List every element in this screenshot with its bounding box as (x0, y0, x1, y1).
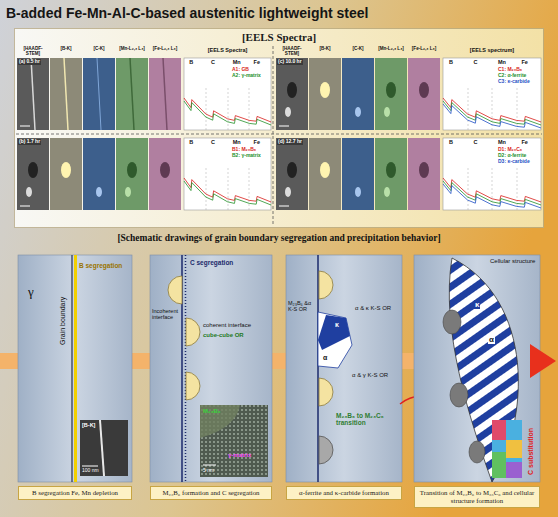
inset-label: γ-matrix (228, 452, 251, 459)
element-edge: B (189, 59, 193, 65)
scale-label: 5 nm (203, 468, 214, 474)
element-edge: C (473, 59, 477, 65)
phase-label: γ (28, 285, 34, 300)
element-edge: Fe (254, 59, 260, 65)
orientation-label: M₂₃B₆ &α K-S OR (288, 300, 317, 313)
time-label: (d) 12.7 hr (277, 139, 303, 145)
interface-label: coherent interface (203, 322, 251, 329)
time-label: (b) 1.7 hr (18, 139, 41, 145)
spectrum-legend: B1: M₂₃B₆ (232, 147, 256, 153)
spectrum-legend: C1: M₂₃B₆ (498, 67, 522, 73)
interface-label: Incoherent interface (152, 308, 180, 321)
node-text: α-ferrite and κ-carbide formation (290, 489, 398, 497)
boundary-label: Grain boundary (59, 297, 67, 345)
column-header: [Mn-L₂,₃ L₃] (116, 46, 148, 51)
orientation-label: α & κ K-S OR (355, 305, 399, 312)
element-edge: C (211, 59, 215, 65)
column-header: [Fe-L₂,₃ L₃] (149, 46, 181, 51)
phase-label: α (488, 335, 495, 344)
stage-caption: Transition of M₂₃B₆ to M₂₃C₆ and cellula… (414, 486, 540, 508)
spectrum-legend: A2: γ-matrix (232, 73, 261, 79)
element-edge: C (211, 139, 215, 145)
spectrum-legend: A1: GB (232, 67, 249, 73)
column-header: [Fe-L₂,₃ L₃] (408, 46, 440, 51)
column-header: [Mn-L₂,₃ L₃] (375, 46, 407, 51)
column-header: [HAADF-STEM] (276, 46, 308, 57)
orientation-label: α & γ K-S OR (352, 372, 398, 379)
element-edge: Mn (498, 139, 506, 145)
spectrum-legend: D3: κ-carbide (498, 159, 530, 165)
inset-label: [B-K] (82, 422, 95, 428)
stage-caption: B segregation Fe, Mn depletion (18, 486, 132, 500)
phase-label: κ (334, 321, 340, 329)
element-edge: Mn (233, 139, 241, 145)
segregation-label: C segregation (190, 259, 233, 266)
stage-caption: α-ferrite and κ-carbide formation (286, 486, 402, 500)
spectra-panel: [EELS Spectra] (14, 28, 544, 228)
element-edge: B (449, 139, 453, 145)
orientation-label: cube-cube OR (203, 332, 244, 339)
element-edge: Fe (521, 59, 527, 65)
structure-label: Cellular structure (490, 258, 538, 265)
time-label: (c) 10.0 hr (277, 59, 303, 65)
phase-label: κ (474, 300, 480, 309)
element-edge: C (473, 139, 477, 145)
stage-caption: M₂₃B₆ formation and C segregation (150, 486, 272, 500)
spectrum-legend: D2: α-ferrite (498, 153, 526, 159)
spectrum-legend: C2: α-ferrite (498, 73, 526, 79)
spectrum-legend: C3: κ-carbide (498, 79, 530, 85)
node-text: M₂₃B₆ formation and C segregation (154, 489, 268, 497)
time-label: (a) 0.5 hr (18, 59, 41, 65)
node-text: Transition of M₂₃B₆ to M₂₃C₆ and cellula… (418, 489, 536, 505)
spectrum-legend: D1: M₂₃C₆ (498, 147, 522, 153)
column-header: [B-K] (50, 46, 82, 51)
column-header: [C-K] (342, 46, 374, 51)
element-edge: B (189, 139, 193, 145)
column-header: [C-K] (83, 46, 115, 51)
column-header: [B-K] (309, 46, 341, 51)
node-text: [EELS Spectra] (15, 31, 543, 44)
substitution-label: C substitution (527, 428, 535, 475)
section-heading: [Schematic drawings of grain boundary se… (0, 233, 558, 244)
inset-label: M₂₃B₆ (203, 408, 221, 415)
phase-label: α (322, 354, 328, 362)
element-edge: Mn (233, 59, 241, 65)
element-edge: Fe (254, 139, 260, 145)
column-header: [EELS spectrum] (443, 47, 541, 53)
element-edge: Mn (498, 59, 506, 65)
column-header: [HAADF-STEM] (17, 46, 49, 57)
column-header: [EELS Spectra] (184, 47, 271, 53)
title-text: B-added Fe-Mn-Al-C-based austenitic ligh… (6, 5, 368, 21)
spectrum-legend: B2: γ-matrix (232, 153, 261, 159)
node-text: B segregation Fe, Mn depletion (22, 489, 128, 497)
scale-label: 100 nm (82, 468, 99, 474)
element-edge: B (449, 59, 453, 65)
transition-label: M₂₃B₆ to M₂₃C₆ transition (336, 412, 398, 427)
segregation-label: B segregation (79, 262, 122, 269)
element-edge: Fe (521, 139, 527, 145)
